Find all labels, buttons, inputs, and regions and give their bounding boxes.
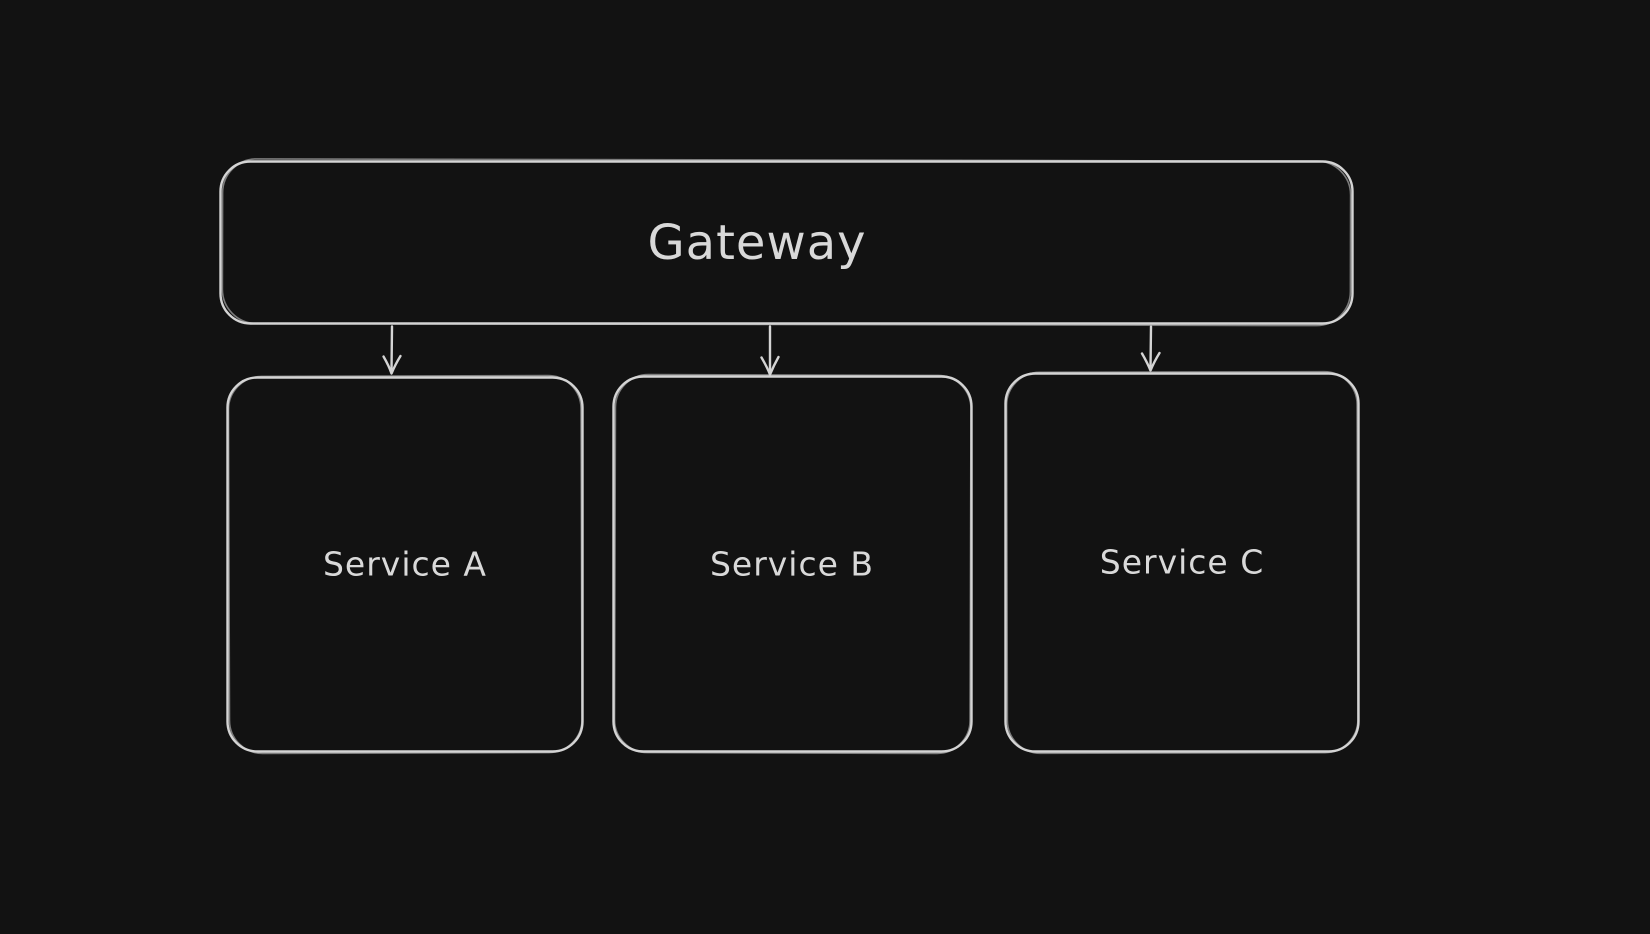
gateway-node-label[interactable]: Gateway	[647, 215, 867, 271]
gateway-node-shape-echo	[221, 158, 1352, 327]
service-a-node-label[interactable]: Service A	[322, 544, 488, 584]
gateway-node-shape[interactable]	[219, 160, 1354, 325]
service-b-node-shape[interactable]	[612, 375, 973, 753]
service-b-node-label[interactable]: Service B	[709, 544, 875, 584]
service-a-node-shape[interactable]	[226, 376, 584, 753]
service-c-node-shape[interactable]	[1004, 372, 1360, 753]
service-c-node-label[interactable]: Service C	[1099, 542, 1265, 582]
service-c-node-shape-echo	[1005, 370, 1359, 755]
edge-arrow-gateway-to-service-c[interactable]	[1140, 325, 1161, 372]
service-b-node-shape-echo	[613, 373, 972, 755]
service-a-node-shape-echo	[227, 374, 583, 755]
edge-arrow-gateway-to-service-b[interactable]	[760, 325, 780, 376]
edge-arrow-gateway-to-service-a[interactable]	[382, 325, 402, 375]
